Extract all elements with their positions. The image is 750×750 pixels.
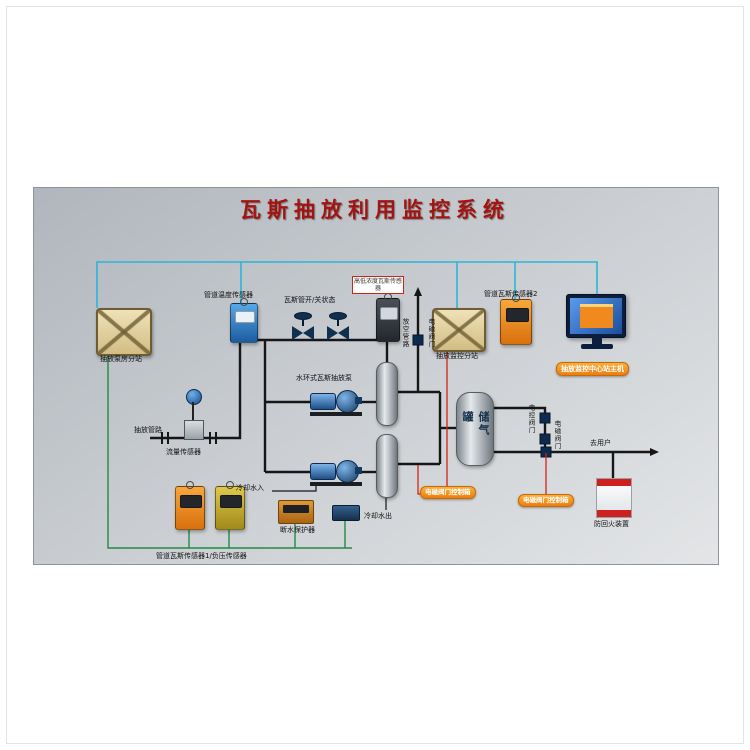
- drainage-pipe-label: 抽放管路: [134, 426, 162, 434]
- monitor-base: [581, 344, 613, 349]
- gas-pipe-valve-1: [292, 312, 314, 341]
- water-cutoff-protector-label: 断水保护器: [280, 526, 315, 534]
- gas-storage-tank: 储气罐: [456, 392, 494, 466]
- monitor-stand: [592, 337, 602, 344]
- gas-drainage-pump-2: [310, 458, 362, 486]
- junction-box-monitoring-substation: [432, 308, 486, 352]
- gas-storage-tank-label: 储气罐: [461, 411, 490, 437]
- junction-box-monitoring-label: 抽放监控分站: [436, 352, 478, 360]
- flow-sensor-body: [184, 420, 204, 440]
- pipeline-temperature-sensor: [230, 298, 258, 343]
- temperature-sensor-label: 管道温度传感器: [204, 291, 253, 299]
- monitoring-center-label: 抽放监控中心站主机: [556, 362, 629, 376]
- flow-sensor-stem: [192, 402, 194, 420]
- negative-pressure-sensor: [215, 481, 245, 530]
- software-window: [580, 304, 613, 329]
- valves-label: 瓦斯管开/关状态: [284, 296, 336, 304]
- protector-display: [283, 505, 309, 513]
- vent-solenoid-valve-label: 电磁阀门: [427, 318, 435, 348]
- pipeline-gas-sensor-2-label: 管道瓦斯传感器2: [484, 290, 538, 298]
- flow-sensor-valve-ball: [186, 389, 202, 405]
- junction-box-pump-station: [96, 308, 152, 356]
- water-gas-separator-1: [376, 362, 398, 426]
- water-gas-separator-2: [376, 434, 398, 498]
- to-user-label: 去用户: [590, 439, 611, 447]
- water-cutoff-protector: [278, 500, 314, 524]
- cooling-water-box: [332, 505, 360, 521]
- gas-pipe-valve-2: [327, 312, 349, 341]
- gas-concentration-sensor: [376, 293, 400, 342]
- cooling-water-in-label: 冷却水入: [236, 484, 264, 492]
- gas-drainage-pump-1: [310, 388, 362, 416]
- solenoid-valve-control-box-2: 电磁阀门控制箱: [518, 494, 574, 507]
- solenoid-valve-control-box-1: 电磁阀门控制箱: [420, 486, 476, 499]
- monitoring-center-computer: [566, 294, 626, 338]
- right-solenoid-valve-label: 电磁阀门: [553, 420, 561, 450]
- sensor-display: [380, 306, 398, 321]
- pipeline-gas-sensor-1: [175, 481, 205, 530]
- computer-screen: [570, 298, 622, 334]
- pump-motor: [310, 393, 336, 410]
- vent-pipe-label: 放空管路: [401, 318, 409, 348]
- pump-motor: [310, 463, 336, 480]
- sensor-display: [180, 494, 202, 509]
- bottom-sensors-label: 管道瓦斯传感器1/负压传感器: [156, 552, 247, 560]
- valve-handwheel-icon: [329, 312, 347, 320]
- valve-handwheel-icon: [294, 312, 312, 320]
- junction-box-pump-station-label: 抽放泵房分站: [100, 355, 142, 363]
- flow-sensor-label: 流量传感器: [166, 448, 201, 456]
- flame-arrester: [596, 478, 632, 518]
- sensor-display: [234, 310, 256, 324]
- flame-arrester-label: 防回火装置: [594, 520, 629, 528]
- photo-frame: [6, 6, 744, 744]
- pipeline-gas-sensor-2: [500, 294, 532, 345]
- sensor-display: [220, 494, 242, 509]
- page-title: 瓦斯抽放利用监控系统: [240, 197, 510, 222]
- electric-valve-label: 电控阀门: [527, 404, 535, 434]
- gas-concentration-sensor-label: 高低浓度瓦斯传感器: [352, 276, 404, 294]
- pumps-label: 水环式瓦斯抽放泵: [296, 374, 352, 382]
- sensor-display: [505, 307, 529, 323]
- cooling-water-out-label: 冷却水出: [364, 512, 392, 520]
